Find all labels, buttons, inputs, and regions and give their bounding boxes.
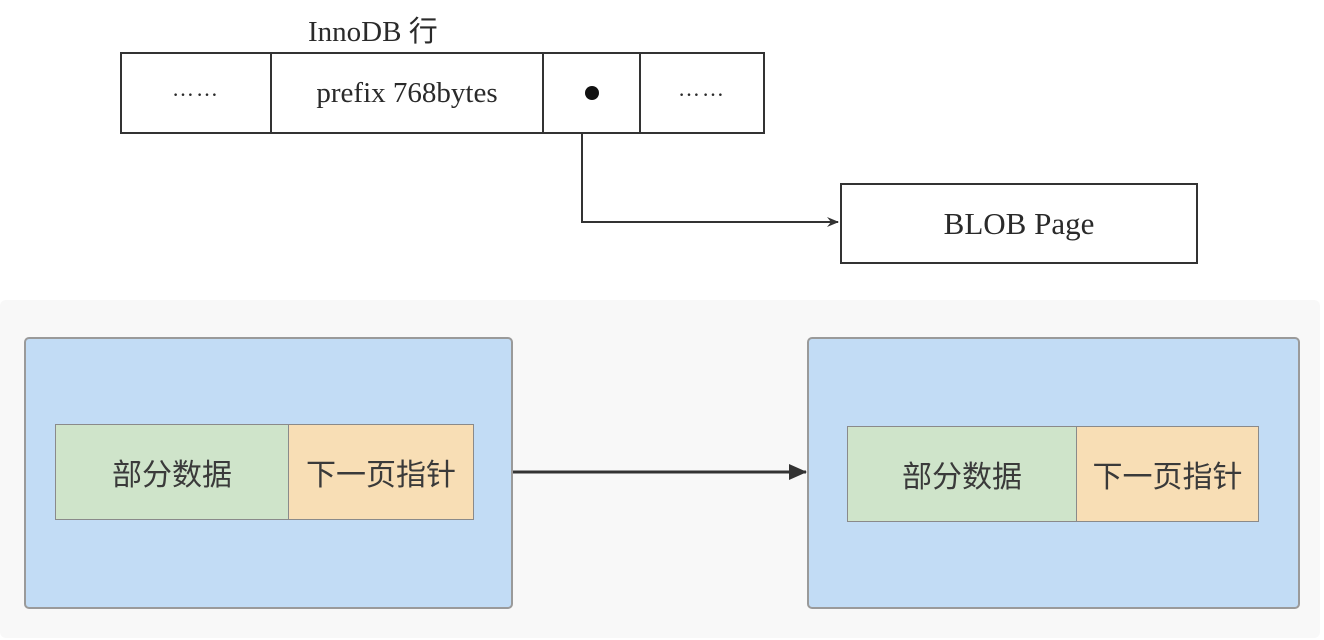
ellipsis-text: …… bbox=[678, 76, 726, 101]
next-page-pointer-cell: 下一页指针 bbox=[1077, 427, 1258, 521]
innodb-row-title: InnoDB 行 bbox=[308, 16, 438, 48]
innodb-row: …… prefix 768bytes …… bbox=[120, 52, 765, 134]
pointer-dot-icon bbox=[584, 86, 599, 100]
row-cell-ellipsis-right: …… bbox=[641, 54, 763, 132]
page-record-1: 部分数据 下一页指针 bbox=[55, 424, 474, 520]
blob-page-label: BLOB Page bbox=[943, 205, 1095, 241]
prefix-label: prefix 768bytes bbox=[316, 76, 498, 109]
row-cell-prefix: prefix 768bytes bbox=[272, 54, 544, 132]
ellipsis-text: …… bbox=[172, 76, 220, 101]
row-cell-pointer bbox=[544, 54, 641, 132]
page-record-2: 部分数据 下一页指针 bbox=[847, 426, 1259, 522]
next-page-pointer-cell: 下一页指针 bbox=[289, 425, 473, 519]
partial-data-cell: 部分数据 bbox=[56, 425, 289, 519]
partial-data-cell: 部分数据 bbox=[848, 427, 1077, 521]
row-cell-ellipsis-left: …… bbox=[122, 54, 272, 132]
blob-pointer-arrow bbox=[581, 134, 839, 227]
blob-page-box: BLOB Page bbox=[840, 183, 1198, 264]
